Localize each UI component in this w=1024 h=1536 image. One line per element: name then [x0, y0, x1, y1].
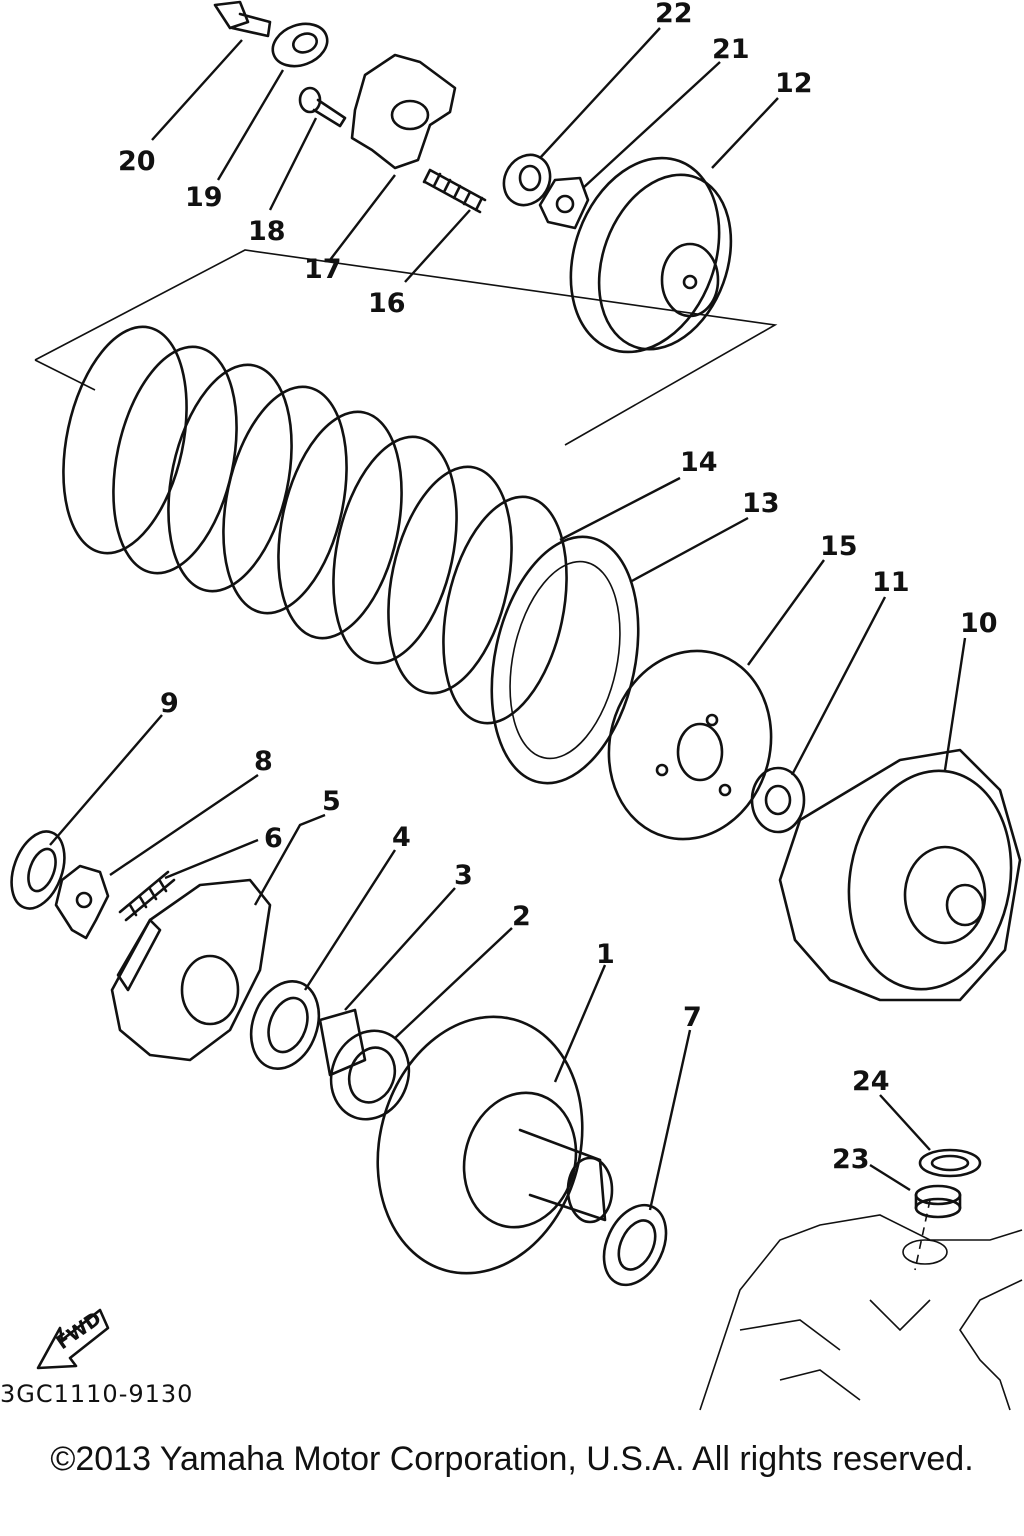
copyright-notice: ©2013 Yamaha Motor Corporation, U.S.A. A…: [50, 1440, 974, 1478]
part-washer-7: [602, 1203, 668, 1287]
callout-21: 21: [712, 34, 750, 65]
clutch-exploded-diagram: FWD 1 2 3 4 5 6 7 8 9: [10, 0, 1023, 1411]
fwd-label: FWD: [52, 1308, 105, 1355]
drawing-code: 3GC1110-9130: [0, 1380, 194, 1408]
part-bearing-19: [271, 22, 329, 68]
callout-10: 10: [960, 608, 998, 639]
callout-18: 18: [248, 216, 286, 247]
callout-20: 20: [118, 146, 156, 177]
callout-19: 19: [185, 182, 223, 213]
crankcase-section: [699, 1199, 1023, 1411]
callout-3: 3: [454, 860, 473, 891]
callout-11: 11: [872, 567, 910, 598]
callout-23: 23: [832, 1144, 870, 1175]
callout-4: 4: [392, 822, 411, 853]
callout-labels: 1 2 3 4 5 6 7 8 9 10 11 12 13 14 15 16 1…: [118, 0, 998, 1175]
callout-1: 1: [596, 939, 615, 970]
callout-8: 8: [254, 746, 273, 777]
callout-9: 9: [160, 688, 179, 719]
clutch-plate-stack: [62, 325, 640, 785]
part-housing-10: [778, 748, 1022, 1002]
callout-5: 5: [322, 786, 341, 817]
part-clutch-housing-1: [376, 1015, 614, 1275]
part-washer-11: [750, 766, 806, 834]
plate-pack-bracket: [34, 249, 778, 446]
callout-17: 17: [304, 254, 342, 285]
callout-6: 6: [264, 823, 283, 854]
part-oneway-clutch-2: [329, 1029, 411, 1121]
callout-2: 2: [512, 901, 531, 932]
callout-7: 7: [683, 1002, 702, 1033]
callout-12: 12: [775, 68, 813, 99]
callout-13: 13: [742, 488, 780, 519]
part-nut-22: [502, 153, 552, 207]
leader-lines: [49, 27, 967, 1211]
part-lockwasher-8: [54, 864, 110, 940]
part-screw-18: [298, 86, 347, 128]
part-carrier-5: [110, 878, 272, 1062]
part-clutch-boss-12: [569, 156, 733, 354]
callout-15: 15: [820, 531, 858, 562]
callout-24: 24: [852, 1066, 890, 1097]
part-bolt-20: [213, 0, 272, 38]
forward-direction-arrow: FWD: [36, 1308, 110, 1370]
part-plug-23: [914, 1184, 962, 1219]
callout-22: 22: [655, 0, 693, 29]
part-pressure-plate-17: [350, 53, 457, 170]
callout-14: 14: [680, 447, 718, 478]
part-collar-3: [318, 1008, 367, 1077]
part-lockwasher-21: [538, 176, 590, 230]
part-seal-9: [10, 830, 66, 910]
part-spring-16: [422, 168, 487, 214]
part-spring-6: [118, 870, 176, 922]
part-circlip-24: [918, 1148, 982, 1178]
part-washer-4: [249, 980, 321, 1070]
part-plate-15: [607, 649, 773, 841]
callout-16: 16: [368, 288, 406, 319]
